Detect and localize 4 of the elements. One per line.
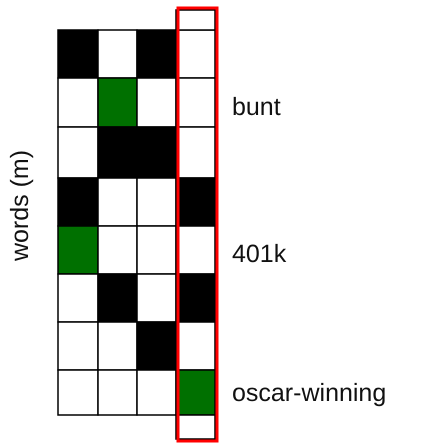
word-label: oscar-winning	[232, 381, 386, 406]
word-label: bunt	[232, 95, 281, 120]
word-label: 401k	[232, 242, 286, 267]
axis-label: words (m)	[8, 149, 34, 261]
